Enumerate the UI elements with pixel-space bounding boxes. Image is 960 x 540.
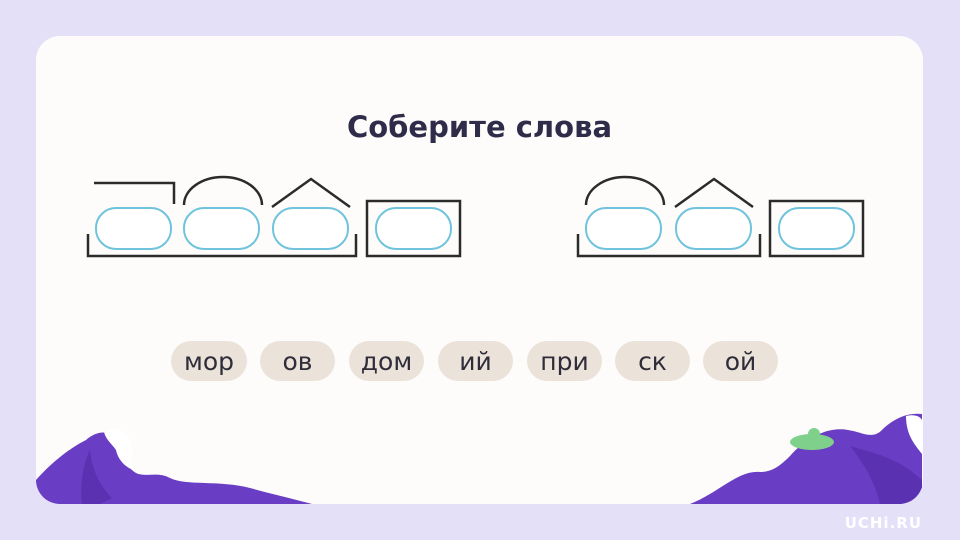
green-blob xyxy=(790,434,834,450)
syllable-chip[interactable]: при xyxy=(527,341,602,381)
brand-logo: UCHi.RU xyxy=(844,514,922,532)
stem-bracket xyxy=(576,234,762,258)
mountains-decoration xyxy=(36,413,922,504)
ending-box xyxy=(768,199,865,258)
word-schemes xyxy=(86,175,865,258)
left-snow xyxy=(104,428,134,470)
page-title: Соберите слова xyxy=(346,110,613,144)
suffix-mark xyxy=(271,177,351,209)
left-mountain-shade xyxy=(81,450,112,504)
stem-bracket xyxy=(86,234,358,258)
syllable-chip[interactable]: дом xyxy=(349,341,424,381)
drop-slot-suffix[interactable] xyxy=(272,207,349,250)
right-snow xyxy=(906,415,922,454)
syllable-chip[interactable]: ой xyxy=(703,341,778,381)
drop-slot-ending[interactable] xyxy=(778,207,855,250)
drop-slot-suffix[interactable] xyxy=(675,207,752,250)
right-mountain-shade xyxy=(850,446,922,504)
drop-slot-root[interactable] xyxy=(183,207,260,250)
prefix-mark xyxy=(94,181,176,204)
root-mark xyxy=(182,175,264,206)
word-scheme-1 xyxy=(86,175,462,258)
syllable-chip[interactable]: мор xyxy=(171,341,247,381)
left-mountain xyxy=(36,432,312,504)
root-mark xyxy=(584,175,666,206)
right-mountain xyxy=(690,413,922,504)
syllable-chip[interactable]: ов xyxy=(260,341,335,381)
ending-box xyxy=(365,199,462,258)
word-scheme-2 xyxy=(576,175,865,258)
drop-slot-root[interactable] xyxy=(585,207,662,250)
drop-slot-ending[interactable] xyxy=(375,207,452,250)
syllable-bank: мор ов дом ий при ск ой xyxy=(171,341,791,381)
task-card: Соберите слова xyxy=(36,36,923,504)
suffix-mark xyxy=(674,177,754,209)
syllable-chip[interactable]: ск xyxy=(615,341,690,381)
syllable-chip[interactable]: ий xyxy=(438,341,513,381)
drop-slot-prefix[interactable] xyxy=(95,207,172,250)
green-blob-bump xyxy=(808,428,820,440)
